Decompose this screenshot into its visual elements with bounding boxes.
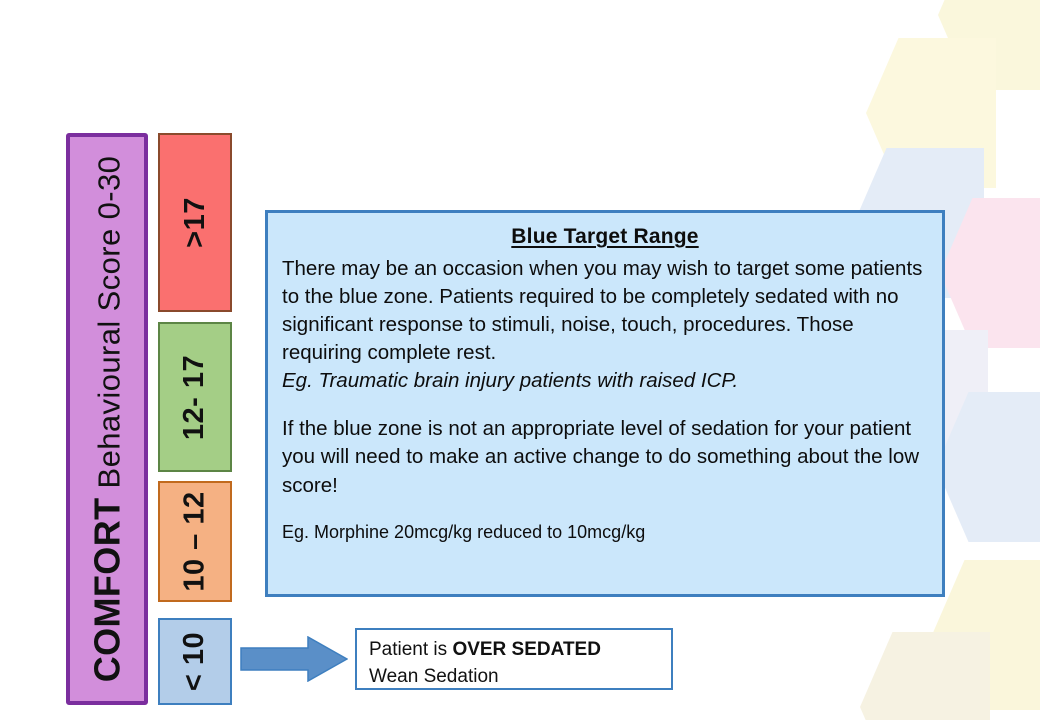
blue-panel-example-1: Eg. Traumatic brain injury patients with…	[282, 369, 739, 393]
hexagon-shape-7	[932, 560, 1040, 710]
callout-prefix: Patient is	[369, 639, 453, 660]
comfort-scale-label: COMFORT Behavioural Score 0-30	[86, 156, 128, 683]
blue-panel-example-2: Eg. Morphine 20mcg/kg reduced to 10mcg/k…	[282, 521, 646, 542]
hexagon-shape-1	[938, 0, 1040, 90]
blue-target-range-panel: Blue Target Range There may be an occasi…	[265, 210, 945, 597]
score-label-above-17: >17	[178, 197, 211, 248]
score-label-12-17: 12- 17	[178, 354, 211, 440]
paragraph-spacer	[282, 395, 928, 415]
hexagon-shape-4	[940, 198, 1040, 348]
hexagon-shape-2	[866, 38, 996, 188]
callout-line-2: Wean Sedation	[369, 665, 499, 687]
callout-line-1: Patient is OVER SEDATED	[369, 637, 659, 664]
blue-panel-paragraph-1: There may be an occasion when you may wi…	[282, 257, 923, 365]
blue-panel-paragraph-2: If the blue zone is not an appropriate l…	[282, 417, 920, 497]
right-arrow-icon	[240, 636, 348, 682]
score-label-below-10: < 10	[178, 631, 211, 692]
score-box-12-17: 12- 17	[158, 322, 232, 472]
comfort-scale-bar: COMFORT Behavioural Score 0-30	[66, 133, 148, 705]
score-box-below-10: < 10	[158, 618, 232, 705]
callout-emphasis: OVER SEDATED	[452, 639, 601, 660]
right-arrow-shape	[240, 636, 348, 682]
score-box-above-17: >17	[158, 133, 232, 312]
comfort-label-strong: COMFORT	[86, 497, 128, 683]
hexagon-shape-8	[860, 632, 990, 720]
score-box-10-12: 10 – 12	[158, 481, 232, 602]
comfort-label-light: Behavioural Score 0-30	[91, 155, 127, 498]
blue-panel-title: Blue Target Range	[511, 225, 699, 248]
hexagon-shape-6	[936, 392, 1040, 542]
score-label-10-12: 10 – 12	[178, 491, 211, 592]
over-sedated-callout: Patient is OVER SEDATED Wean Sedation	[355, 628, 673, 690]
paragraph-spacer-2	[282, 500, 928, 520]
